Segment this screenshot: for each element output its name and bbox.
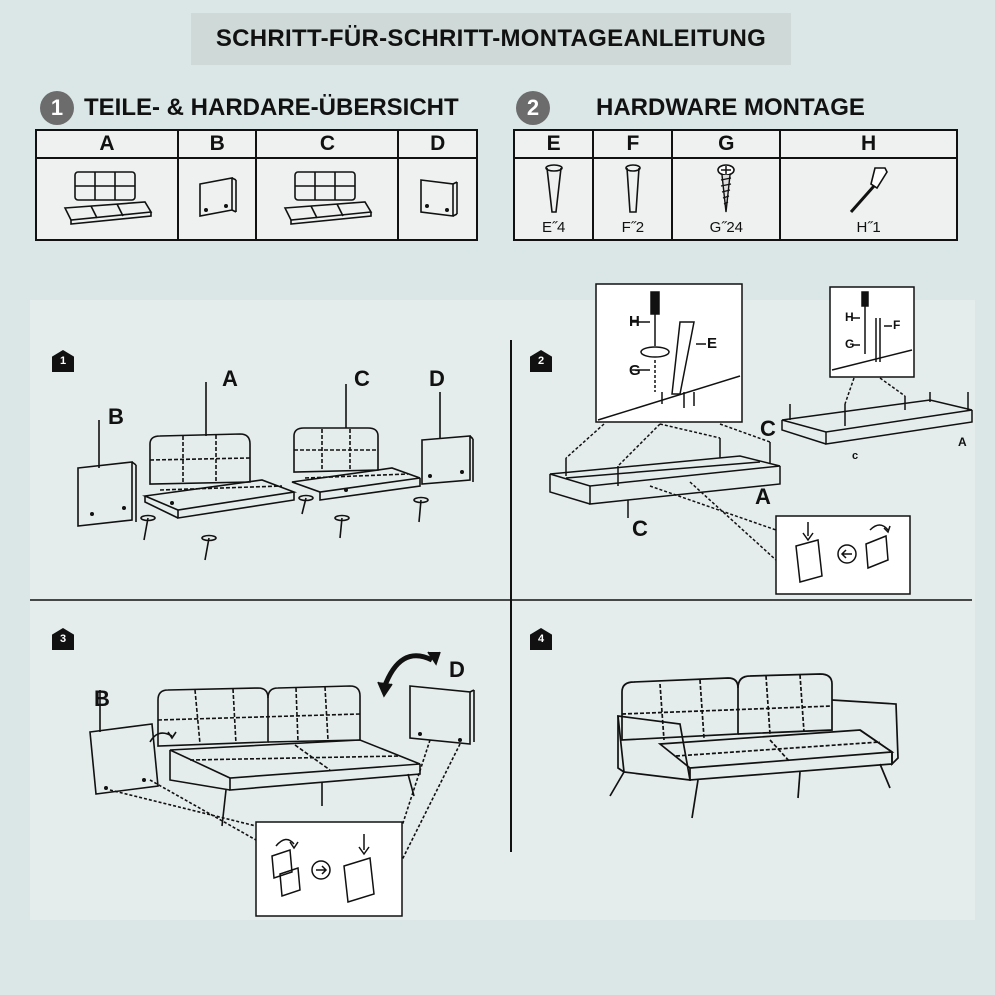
hardware-f-header: F [592,129,674,159]
sofa-half-icon [284,170,373,225]
screw-icon [717,164,736,213]
part-b-cell [176,157,258,241]
step3-label-d: D [449,657,465,682]
step2-label-h2: H [845,310,854,324]
part-c-header: C [255,129,400,159]
step1-label-d: D [429,366,445,391]
section1-number-badge: 1 [40,91,74,125]
step1-badge: 1 [52,350,74,372]
step1-label-a: A [222,366,238,391]
hardware-g-qty: G˝24 [709,219,744,236]
step2-label-c1: C [760,416,776,441]
step2-label-f: F [893,318,901,332]
armrest-b [77,461,133,527]
steps-background [30,300,975,920]
section1-heading: TEILE- & HARDARE-ÜBERSICHT [84,94,459,121]
step4-badge: 4 [530,628,552,650]
section2-heading: HARDWARE MONTAGE [596,94,865,121]
armrest-panel-icon [419,178,458,217]
step2-label-g1: G [629,362,641,379]
armrest-panel-icon [199,176,238,217]
step3-badge: 3 [52,628,74,650]
hardware-g-header: G [671,129,782,159]
part-d-header: D [397,129,478,159]
part-d-cell [397,157,478,241]
sofa-half-icon [63,170,153,225]
step2-label-a1: A [958,435,967,449]
hardware-g-cell: G˝24 [671,157,782,241]
page-title-text: SCHRITT-FÜR-SCHRITT-MONTAGEANLEITUNG [215,25,767,52]
page-title: SCHRITT-FÜR-SCHRITT-MONTAGEANLEITUNG [191,13,791,65]
step2-badge: 2 [530,350,552,372]
part-a-header: A [35,129,179,159]
step2-detail-right [829,286,915,378]
part-a-cell [35,157,179,241]
step2-label-h1: H [629,313,640,330]
section1-header: 1 TEILE- & HARDARE-ÜBERSICHT [40,91,459,125]
step3-label-b: B [94,686,110,711]
parts-overview-table: A B C D [35,129,478,241]
section2-number-badge: 2 [516,91,550,125]
hardware-h-cell: H˝1 [779,157,958,241]
hardware-e-cell: E˝4 [512,157,595,241]
hardware-e-header: E [512,129,595,159]
part-c-cell [255,157,400,241]
step2-label-a2: A [755,484,771,509]
section2-header: 2 HARDWARE MONTAGE [516,91,865,125]
step3-detail-box [255,821,403,917]
step2-label-c2: c [852,450,859,462]
step2-label-e: E [707,335,718,352]
hardware-f-cell: F˝2 [592,157,674,241]
step2-label-c3: C [632,516,648,541]
short-leg-icon [625,164,641,213]
hardware-e-qty: E˝4 [541,219,566,236]
step1-label-b: B [108,404,124,429]
hardware-h-qty: H˝1 [856,219,881,236]
step2-label-g2: G [845,337,855,351]
long-leg-icon [544,164,563,213]
part-b-header: B [176,129,258,159]
step1-label-c: C [354,366,370,391]
hardware-h-header: H [779,129,958,159]
screwdriver-icon [849,167,888,213]
hardware-table: E F G H E˝4 F˝2 G˝24 [512,129,958,241]
hardware-f-qty: F˝2 [621,219,645,236]
